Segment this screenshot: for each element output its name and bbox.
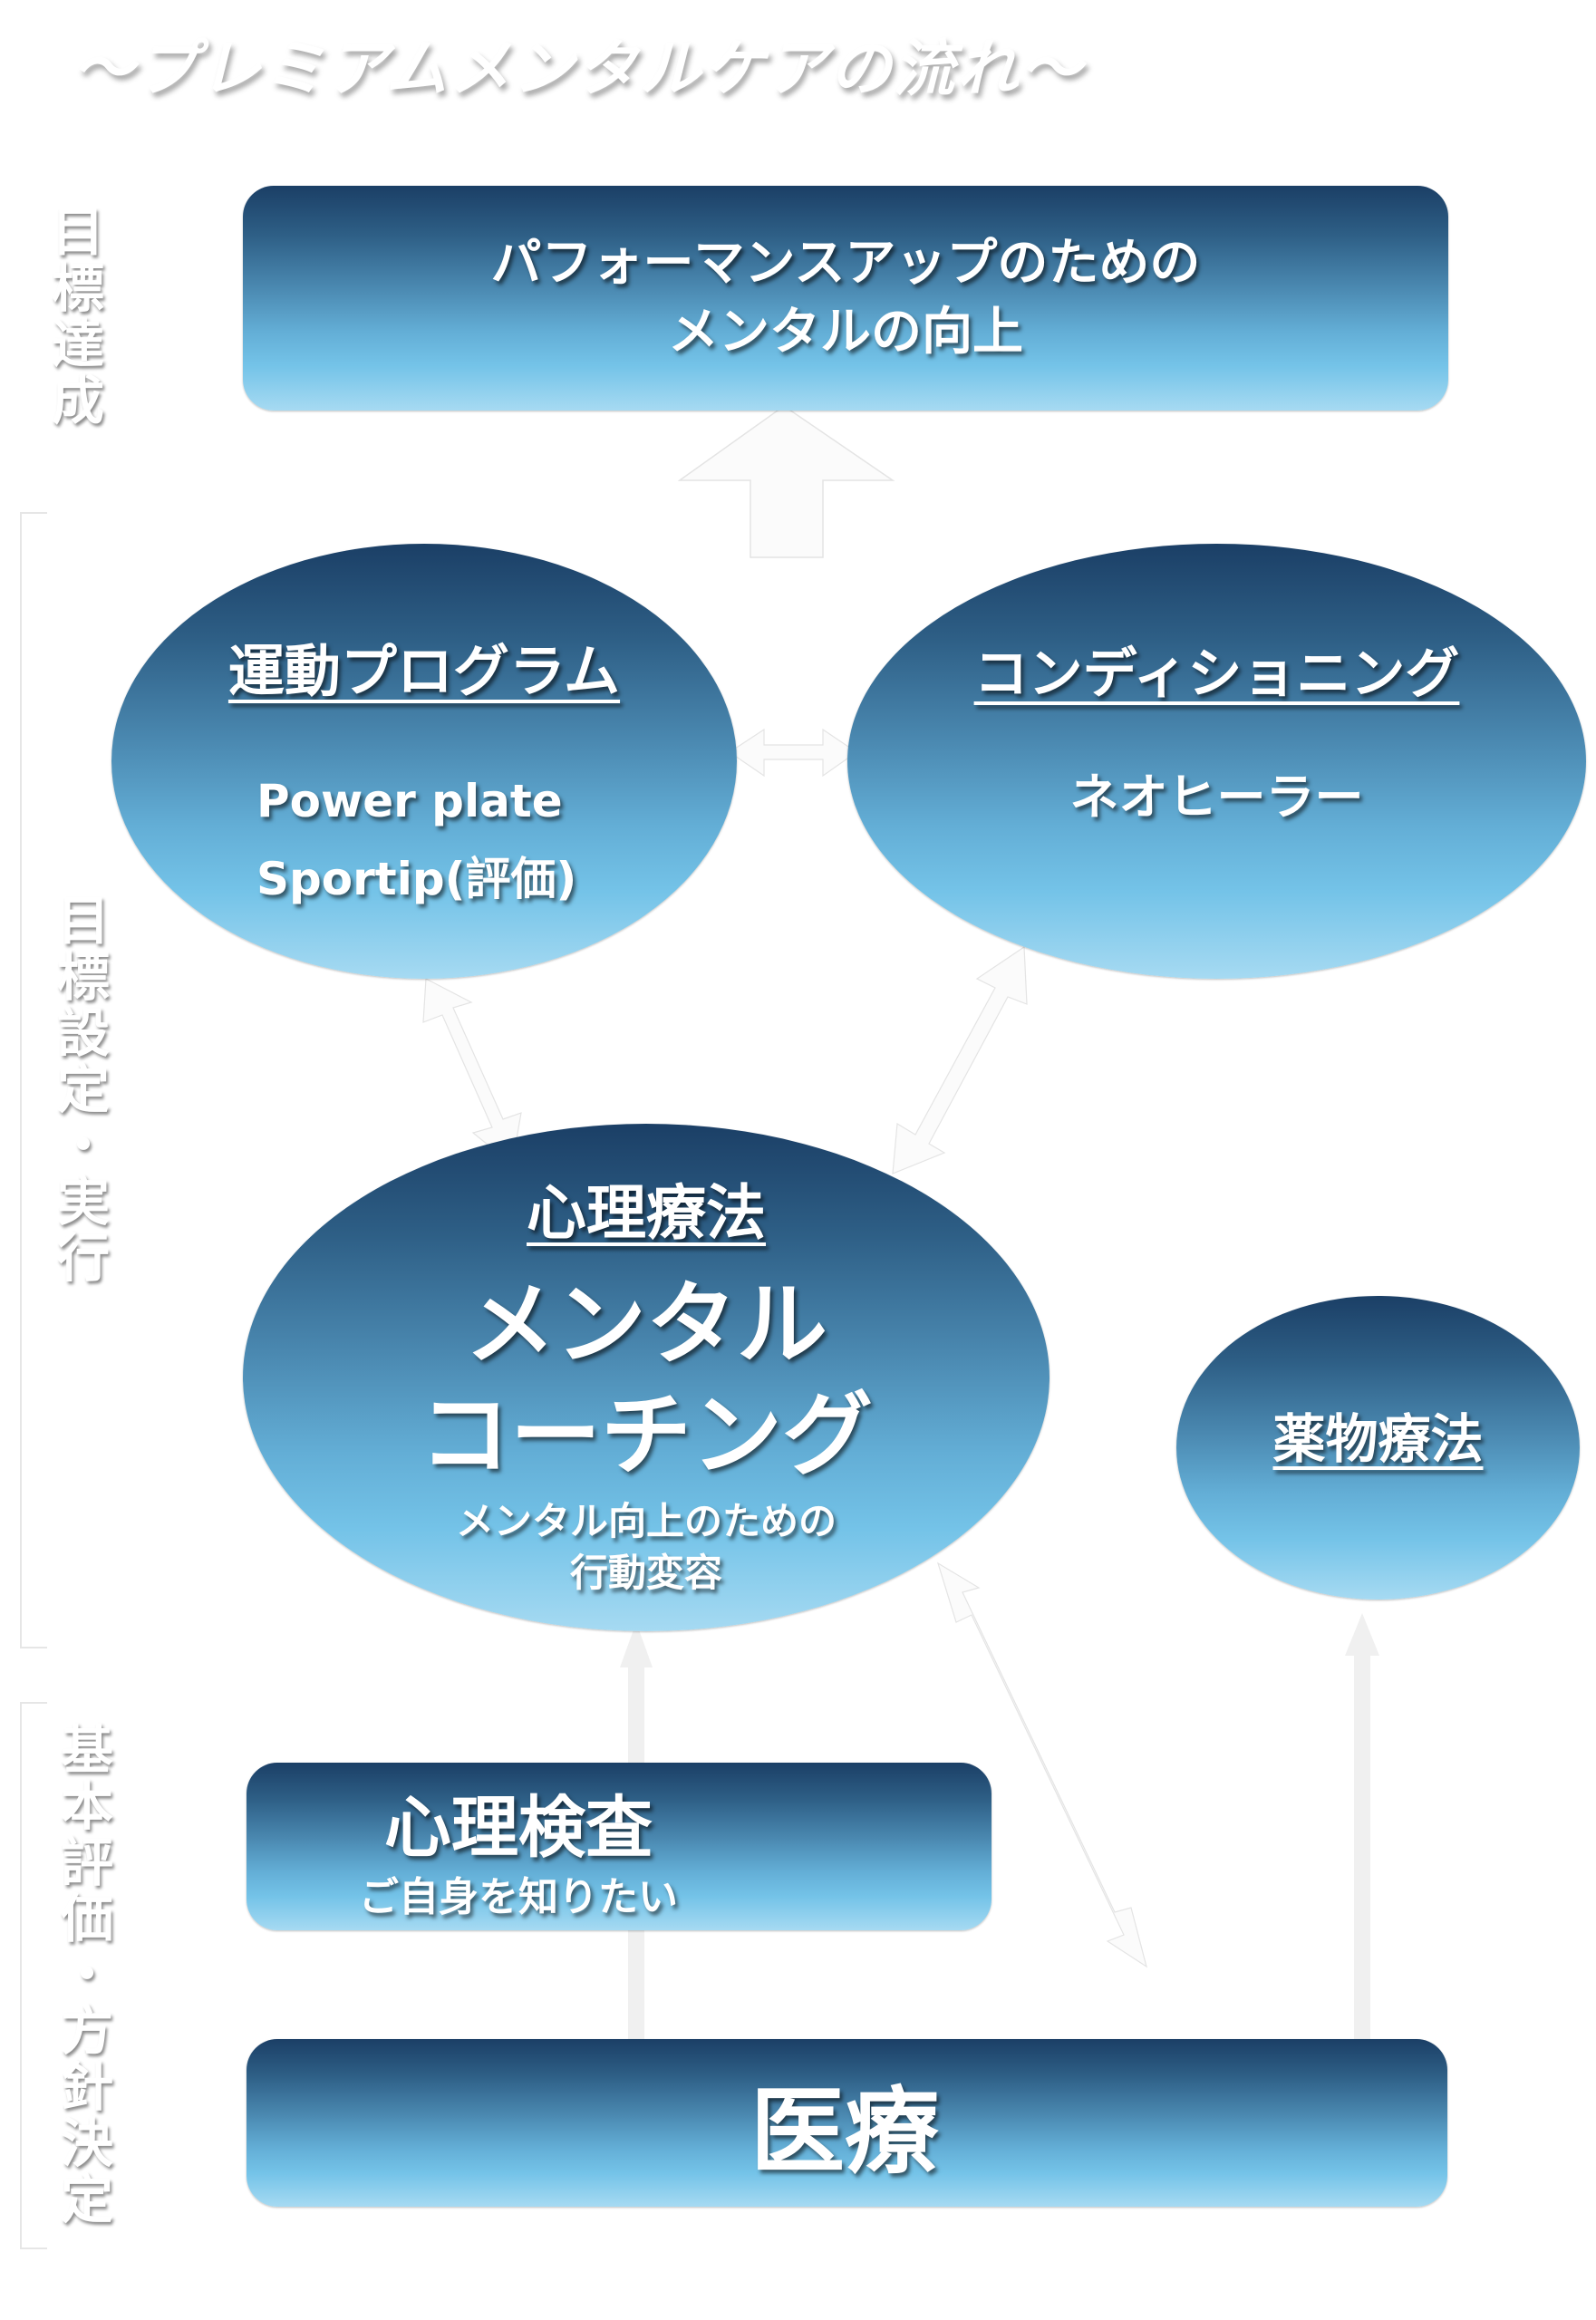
node-psych-test: 心理検査 ご自身を知りたい <box>247 1763 991 1930</box>
up-arrow-to-goal <box>677 405 895 558</box>
node-psychotherapy-sub1: メンタル向上のための <box>455 1499 837 1543</box>
phase-bracket-basic-assessment <box>20 1702 47 2249</box>
node-performance-line2: メンタルの向上 <box>668 303 1023 362</box>
node-performance-line1: パフォーマンスアップのための <box>490 234 1201 293</box>
page-title: ～プレミアムメンタルケアの流れ～ <box>73 34 1084 105</box>
shaft-medical-to-pharmacotherapy <box>1354 1656 1370 2039</box>
phase-bracket-goal-setting <box>20 512 47 1648</box>
phase-label-goal-setting: 目標設定・実行 <box>48 893 110 1286</box>
node-pharmacotherapy: 薬物療法 <box>1176 1296 1580 1600</box>
node-psychotherapy-main1: メンタル <box>465 1271 827 1378</box>
node-psychotherapy-main2: コーチング <box>420 1382 873 1488</box>
node-psychotherapy-sub2: 行動変容 <box>569 1551 722 1595</box>
node-exercise-line2: Sportip(評価) <box>256 853 577 905</box>
double-arrow-psychotherapy-medical <box>936 1561 1147 1968</box>
node-conditioning-heading: コンディショニング <box>973 643 1460 706</box>
double-arrow-exercise-psychotherapy <box>422 978 522 1166</box>
head-medical-to-psychotherapy <box>620 1622 653 1668</box>
node-psych-test-sub: ご自身を知りたい <box>359 1874 678 1920</box>
phase-label-goal-achievement: 目標達成 <box>43 204 104 429</box>
node-medical: 医療 <box>247 2039 1447 2207</box>
node-exercise-line1: Power plate <box>256 775 563 827</box>
node-psych-test-heading: 心理検査 <box>384 1789 653 1867</box>
node-exercise-heading: 運動プログラム <box>227 638 621 704</box>
head-medical-to-pharmacotherapy <box>1345 1613 1379 1656</box>
node-exercise-program: 運動プログラム Power plate Sportip(評価) <box>111 544 737 979</box>
node-conditioning: コンディショニング ネオヒーラー <box>847 544 1586 979</box>
node-medical-heading: 医療 <box>750 2076 939 2187</box>
node-performance-goal: パフォーマンスアップのための メンタルの向上 <box>243 186 1448 411</box>
node-psychotherapy-heading: 心理療法 <box>527 1178 766 1248</box>
node-psychotherapy: 心理療法 メンタル コーチング メンタル向上のための 行動変容 <box>243 1124 1049 1631</box>
node-conditioning-line1: ネオヒーラー <box>1069 768 1364 826</box>
phase-label-basic-assessment: 基本評価・方針決定 <box>52 1722 113 2228</box>
double-arrow-exercise-conditioning <box>728 728 858 778</box>
node-pharmacotherapy-heading: 薬物療法 <box>1272 1407 1484 1470</box>
double-arrow-conditioning-psychotherapy <box>892 945 1028 1174</box>
